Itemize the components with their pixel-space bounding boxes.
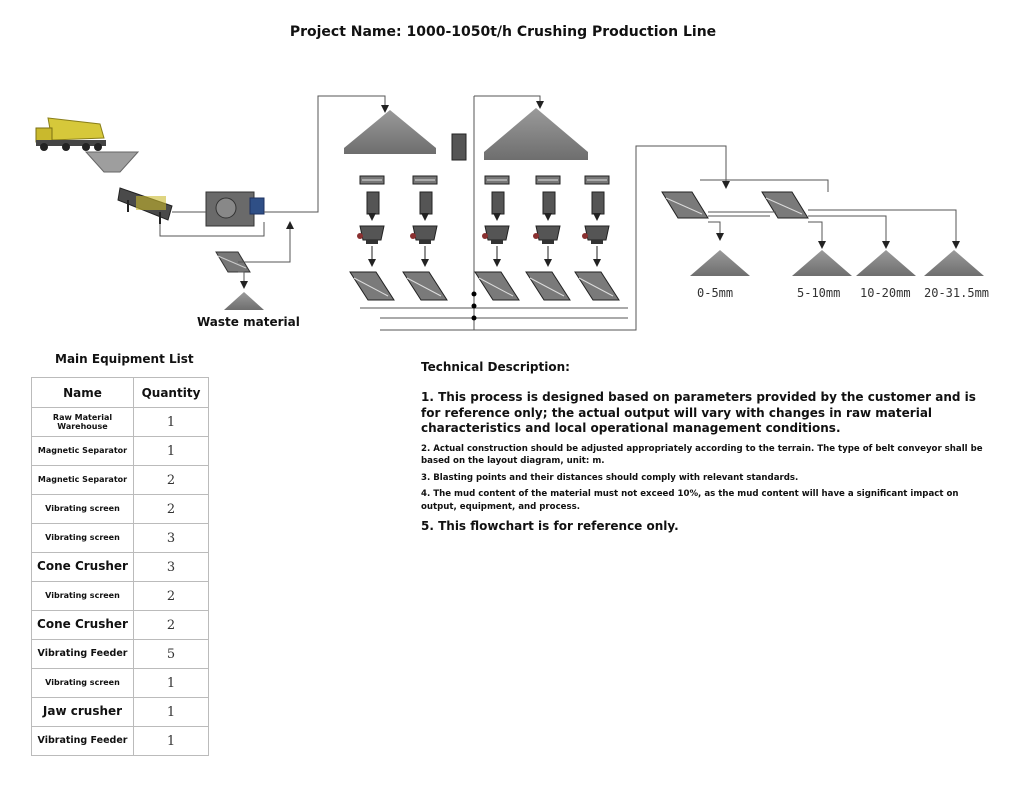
technical-item: 4. The mud content of the material must … — [421, 489, 959, 512]
equipment-quantity: 3 — [133, 552, 209, 582]
technical-item: 1. This process is designed based on par… — [421, 390, 976, 436]
equipment-name: Vibrating screen — [31, 668, 134, 698]
raw-material-warehouse-icon — [84, 151, 140, 173]
waste-material-label: Waste material — [197, 315, 300, 329]
technical-description: Technical Description: 1. This process i… — [421, 360, 991, 533]
equipment-name: Cone Crusher — [31, 610, 134, 640]
vibrating-feeder-icon — [484, 175, 510, 185]
equipment-quantity: 5 — [133, 639, 209, 669]
final-vibrating-screen-2 — [761, 191, 809, 219]
equipment-name: Magnetic Separator — [31, 465, 134, 495]
product-pile-5-10 — [792, 250, 852, 276]
vibrating-feeder-icon — [535, 175, 561, 185]
tertiary-crushing-group — [474, 175, 620, 301]
equipment-name: Vibrating Feeder — [31, 726, 134, 756]
equipment-list-title: Main Equipment List — [55, 352, 194, 366]
final-vibrating-screen-1 — [661, 191, 709, 219]
crushing-unit — [474, 175, 520, 301]
magnetic-separator-icon — [591, 191, 605, 215]
equipment-name: Vibrating screen — [31, 581, 134, 611]
magnetic-separator-icon — [491, 191, 505, 215]
column-header-name: Name — [31, 377, 134, 408]
vibrating-screen-icon — [574, 271, 620, 301]
technical-item: 5. This flowchart is for reference only. — [421, 519, 679, 534]
cone-crusher-icon — [582, 225, 610, 244]
equipment-name: Jaw crusher — [31, 697, 134, 727]
table-header-row: Name Quantity — [31, 377, 209, 408]
equipment-name: Vibrating screen — [31, 523, 134, 553]
equipment-quantity: 1 — [133, 726, 209, 756]
equipment-quantity: 2 — [133, 610, 209, 640]
equipment-name: Cone Crusher — [31, 552, 134, 582]
product-size-label: 20-31.5mm — [924, 286, 990, 300]
crushing-unit — [402, 175, 448, 301]
vibrating-screen-icon — [525, 271, 571, 301]
crushing-unit — [349, 175, 395, 301]
magnetic-separator-icon — [542, 191, 556, 215]
page-title: Project Name: 1000-1050t/h Crushing Prod… — [289, 24, 717, 40]
product-pile-20-31-5 — [924, 250, 984, 276]
vibrating-screen-icon — [402, 271, 448, 301]
crushing-unit — [574, 175, 620, 301]
equipment-quantity: 3 — [133, 523, 209, 553]
vibrating-screen-icon — [349, 271, 395, 301]
magnetic-separator-icon — [451, 133, 467, 161]
waste-screen-icon — [215, 251, 251, 273]
vibrating-feeder-icon — [584, 175, 610, 185]
equipment-quantity: 2 — [133, 494, 209, 524]
technical-item: 2. Actual construction should be adjuste… — [421, 443, 983, 467]
product-size-label: 10-20mm — [860, 286, 911, 300]
waste-material-pile — [224, 292, 264, 310]
technical-description-title: Technical Description: — [421, 360, 570, 374]
equipment-name: Vibrating Feeder — [31, 639, 134, 669]
cone-crusher-icon — [482, 225, 510, 244]
technical-item: 3. Blasting points and their distances s… — [421, 472, 799, 483]
magnetic-separator-icon — [419, 191, 433, 215]
magnetic-separator-icon — [366, 191, 380, 215]
stockpile-1 — [344, 110, 436, 154]
jaw-crusher-icon — [205, 191, 265, 227]
equipment-name: Magnetic Separator — [31, 436, 134, 466]
product-size-label: 5-10mm — [797, 286, 841, 300]
equipment-quantity: 1 — [133, 668, 209, 698]
cone-crusher-icon — [357, 225, 385, 244]
cone-crusher-icon — [410, 225, 438, 244]
equipment-quantity: 1 — [133, 436, 209, 466]
stockpile-2 — [484, 108, 588, 160]
cone-crusher-icon — [533, 225, 561, 244]
process-flowchart — [35, 95, 984, 331]
product-pile-0-5 — [690, 250, 750, 276]
vibrating-feeder-icon — [359, 175, 385, 185]
product-pile-10-20 — [856, 250, 916, 276]
product-size-label: 0-5mm — [697, 286, 734, 300]
equipment-name: Vibrating screen — [31, 494, 134, 524]
column-header-quantity: Quantity — [133, 377, 209, 408]
crushing-unit — [525, 175, 571, 301]
equipment-quantity: 2 — [133, 581, 209, 611]
equipment-name: Raw Material Warehouse — [31, 407, 134, 437]
vibrating-feeder-icon — [412, 175, 438, 185]
dump-truck-icon — [35, 117, 106, 151]
vibrating-screen-icon — [474, 271, 520, 301]
equipment-quantity: 2 — [133, 465, 209, 495]
equipment-quantity: 1 — [133, 407, 209, 437]
equipment-quantity: 1 — [133, 697, 209, 727]
vibrating-feeder-icon — [117, 187, 173, 224]
secondary-crushing-group — [349, 175, 448, 301]
